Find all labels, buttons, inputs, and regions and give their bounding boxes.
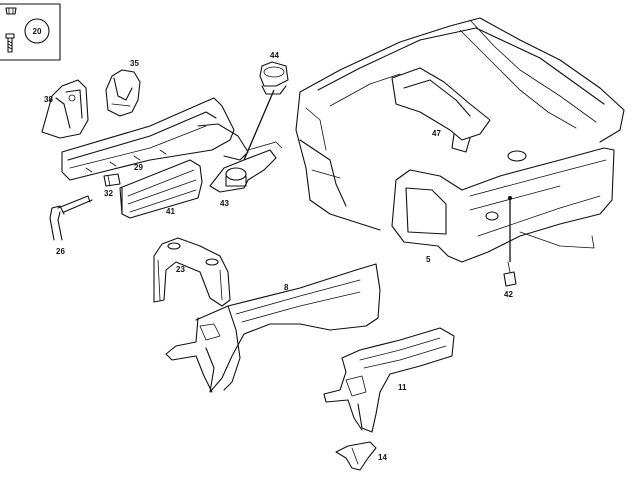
part-23-wheelhouse-panel	[153, 237, 231, 307]
callout-29: 29	[134, 163, 143, 172]
callout-41: 41	[166, 207, 175, 216]
legend-box: 20	[0, 3, 61, 61]
part-35-bracket	[105, 69, 141, 117]
part-26-hose-bracket	[49, 195, 93, 241]
callout-43: 43	[220, 199, 229, 208]
callout-labels: 35 38 44 29 32 41 43 26 47 5 42 23 8 11 …	[44, 51, 513, 462]
callout-26: 26	[56, 247, 65, 256]
screw-fastener-icon	[5, 33, 15, 53]
callout-8: 8	[284, 283, 289, 292]
callout-32: 32	[104, 189, 113, 198]
callout-38: 38	[44, 95, 53, 104]
callout-23: 23	[176, 265, 185, 274]
callout-5: 5	[426, 255, 431, 264]
callout-11: 11	[398, 383, 407, 392]
part-41-rail	[119, 159, 203, 219]
callout-42: 42	[504, 290, 513, 299]
part-29-frame-member	[61, 97, 249, 181]
callout-14: 14	[378, 453, 387, 462]
part-5-side-member	[391, 147, 615, 263]
callout-44: 44	[270, 51, 279, 60]
engine-bay-assembly	[295, 17, 625, 263]
part-14-bracket	[335, 441, 377, 471]
callout-35: 35	[130, 59, 139, 68]
callout-47: 47	[432, 129, 441, 138]
clip-fastener-icon	[5, 7, 17, 15]
part-32-clip	[103, 173, 121, 187]
part-47-cross-member	[391, 67, 491, 153]
leader-dot-42	[508, 196, 512, 200]
leader-line-44	[243, 89, 275, 161]
part-11-front-section	[323, 327, 455, 433]
part-42-grommet	[503, 261, 517, 287]
part-44-strut-mount	[259, 61, 289, 95]
legend-label: 20	[33, 27, 42, 36]
part-38-bracket	[41, 79, 89, 139]
part-43-strut-housing	[209, 141, 283, 193]
part-8-inner-fender	[165, 263, 381, 393]
